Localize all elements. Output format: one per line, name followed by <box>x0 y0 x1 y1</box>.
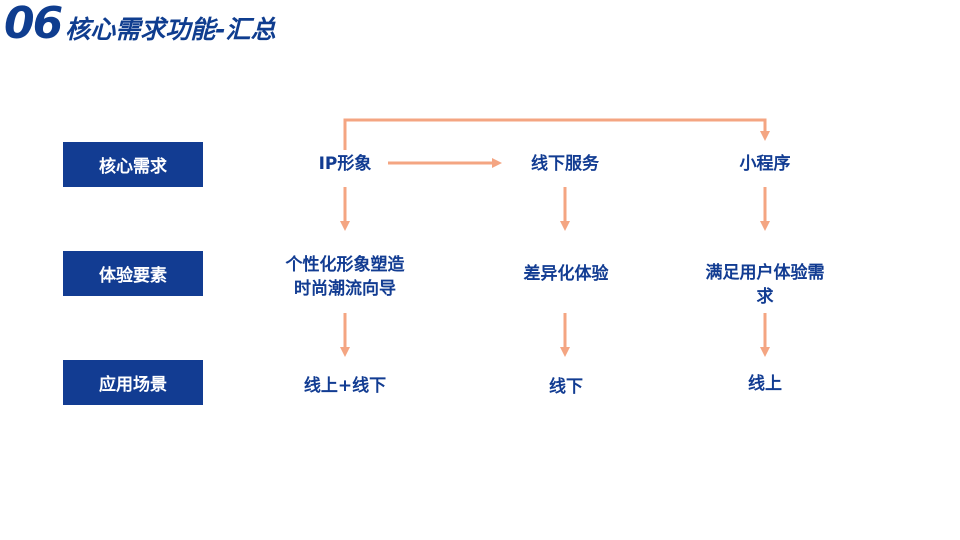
node-online-offline: 线上+线下 <box>303 376 387 396</box>
page-title: 06 核心需求功能-汇总 <box>4 0 276 48</box>
node-mini-program: 小程序 <box>739 154 791 174</box>
row-label-application-scenarios: 应用场景 <box>63 360 203 405</box>
row-label-core-needs: 核心需求 <box>63 142 203 187</box>
node-offline: 线下 <box>549 377 583 397</box>
row-label-experience-elements: 体验要素 <box>63 251 203 296</box>
node-satisfy-line-2: 求 <box>756 287 774 307</box>
node-satisfy-user-needs: 满足用户体验需 求 <box>706 261 825 309</box>
section-title: 核心需求功能-汇总 <box>65 15 276 44</box>
node-differentiated-experience: 差异化体验 <box>523 264 609 284</box>
node-personalized-line-1: 个性化形象塑造 <box>285 255 405 275</box>
section-number: 06 <box>4 0 63 49</box>
node-offline-service: 线下服务 <box>531 154 599 174</box>
arrow-ip-to-mini-program <box>343 118 770 150</box>
node-online: 线上 <box>748 374 782 394</box>
node-personalized-line-2: 时尚潮流向导 <box>294 279 396 299</box>
node-satisfy-line-1: 满足用户体验需 <box>705 263 825 283</box>
node-personalized-image: 个性化形象塑造 时尚潮流向导 <box>286 253 405 301</box>
node-ip-image: IP形象 <box>318 154 372 174</box>
